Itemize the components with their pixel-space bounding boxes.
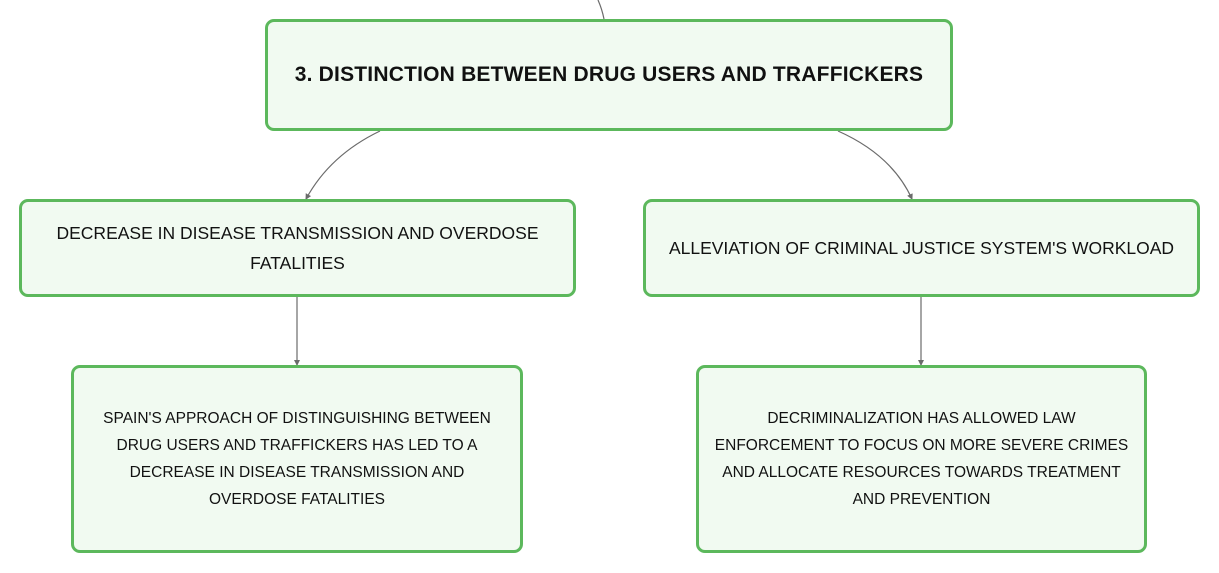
- branch-node-label: DECREASE IN DISEASE TRANSMISSION AND OVE…: [56, 223, 539, 273]
- connector-incoming: [597, 0, 605, 20]
- branch-node-disease-transmission[interactable]: DECREASE IN DISEASE TRANSMISSION AND OVE…: [19, 199, 576, 297]
- detail-node-text: DECRIMINALIZATION HAS ALLOWED LAW ENFORC…: [714, 410, 1129, 508]
- branch-node-criminal-justice[interactable]: ALLEVIATION OF CRIMINAL JUSTICE SYSTEM'S…: [643, 199, 1200, 297]
- detail-node-decriminalization[interactable]: DECRIMINALIZATION HAS ALLOWED LAW ENFORC…: [696, 365, 1147, 553]
- root-node[interactable]: 3. DISTINCTION BETWEEN DRUG USERS AND TR…: [265, 19, 953, 131]
- connector-root-to-right: [837, 130, 913, 200]
- branch-node-label: ALLEVIATION OF CRIMINAL JUSTICE SYSTEM'S…: [668, 238, 1175, 258]
- detail-node-text: SPAIN'S APPROACH OF DISTINGUISHING BETWE…: [103, 410, 491, 508]
- root-node-label: 3. DISTINCTION BETWEEN DRUG USERS AND TR…: [294, 63, 924, 86]
- detail-node-spain-approach[interactable]: SPAIN'S APPROACH OF DISTINGUISHING BETWE…: [71, 365, 523, 553]
- connector-root-to-left: [305, 130, 381, 200]
